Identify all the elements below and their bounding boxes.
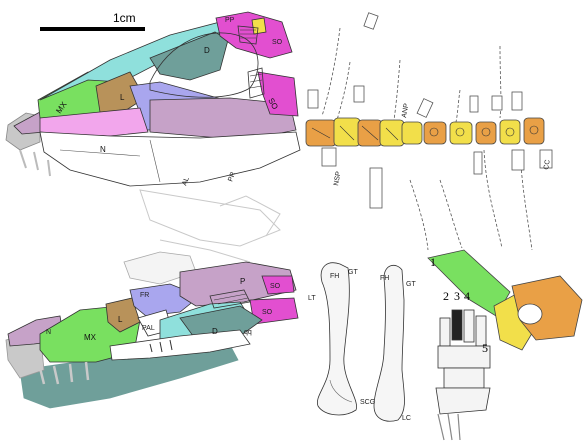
vertebrae-column (305, 12, 553, 251)
label-digit-2: 2 (443, 289, 449, 303)
label-gt-right: GT (406, 281, 416, 288)
skull-bottom-magenta-upper (261, 275, 295, 295)
scale-bar-label: 1cm (113, 11, 136, 25)
skull-top-teal-d (149, 31, 229, 81)
skull-top-magenta-so (257, 71, 299, 117)
label-so2: SO (262, 309, 273, 316)
label-digit-5: 5 (482, 341, 488, 355)
label-so-small: SO (272, 39, 283, 46)
label-lt: LT (308, 295, 316, 302)
skull-bottom (5, 251, 299, 409)
femur-right (373, 264, 405, 422)
label-cc: CC (543, 159, 552, 170)
skull-bottom-white-jaw (109, 329, 251, 361)
label-pal: PAL (142, 325, 155, 332)
label-digit-4: 4 (464, 289, 470, 303)
label-scg: SCG (360, 399, 375, 406)
label-l-bottom: L (118, 315, 123, 324)
label-fh-right: FH (380, 275, 389, 282)
skull-top-magenta-upper (215, 11, 293, 59)
pelvis (427, 249, 583, 351)
label-gt-left: GT (348, 269, 358, 276)
scale-bar: 1cm (40, 11, 145, 31)
femur-left (316, 262, 357, 416)
skull-bottom-parietal (179, 261, 297, 307)
foot-bones (435, 309, 491, 441)
label-so1: SO (270, 283, 281, 290)
skull-top-yellow (251, 17, 267, 35)
label-anp: ANP (401, 103, 410, 119)
label-pr: PR (227, 171, 237, 183)
label-qq: qq (244, 329, 252, 336)
foot-labels: 1 2 3 4 5 (430, 255, 488, 355)
label-p: P (240, 277, 245, 286)
label-mx-bottom: MX (84, 333, 97, 342)
label-n: N (100, 145, 106, 154)
skull-top-teeth (19, 149, 51, 177)
label-fh-left: FH (330, 273, 339, 280)
skull-top-lacrimal (95, 71, 146, 115)
label-nsp: NSP (333, 171, 342, 187)
skull-top (5, 11, 301, 187)
skull-top-hatch (237, 25, 259, 45)
skull-bottom-labels: FR P SO SO N MX L PAL D qq (46, 277, 281, 342)
label-d: D (204, 46, 210, 55)
faded-mid-structure (139, 189, 281, 263)
skull-top-orbit (149, 32, 259, 98)
label-fr: FR (140, 292, 149, 299)
skull-bottom-lacrimal (105, 297, 141, 333)
skull-bottom-teeth (38, 361, 90, 385)
label-l: L (120, 93, 125, 102)
label-pp: PP (225, 17, 235, 24)
label-digit-1: 1 (430, 255, 436, 269)
label-lc: LC (402, 415, 411, 422)
skull-top-labels: PP SO D MX L SO N AL PR (54, 17, 282, 187)
skull-top-lower-jaw (39, 131, 301, 187)
label-d-bottom: D (212, 327, 218, 336)
vertebra-row (305, 117, 545, 147)
label-al: AL (181, 176, 191, 187)
femur-labels: FH GT LT SCG FH GT LC (308, 269, 416, 422)
vertebrae-labels: NSP ANP CC (333, 103, 552, 187)
label-digit-3: 3 (454, 289, 460, 303)
label-n-bottom: N (46, 329, 51, 336)
